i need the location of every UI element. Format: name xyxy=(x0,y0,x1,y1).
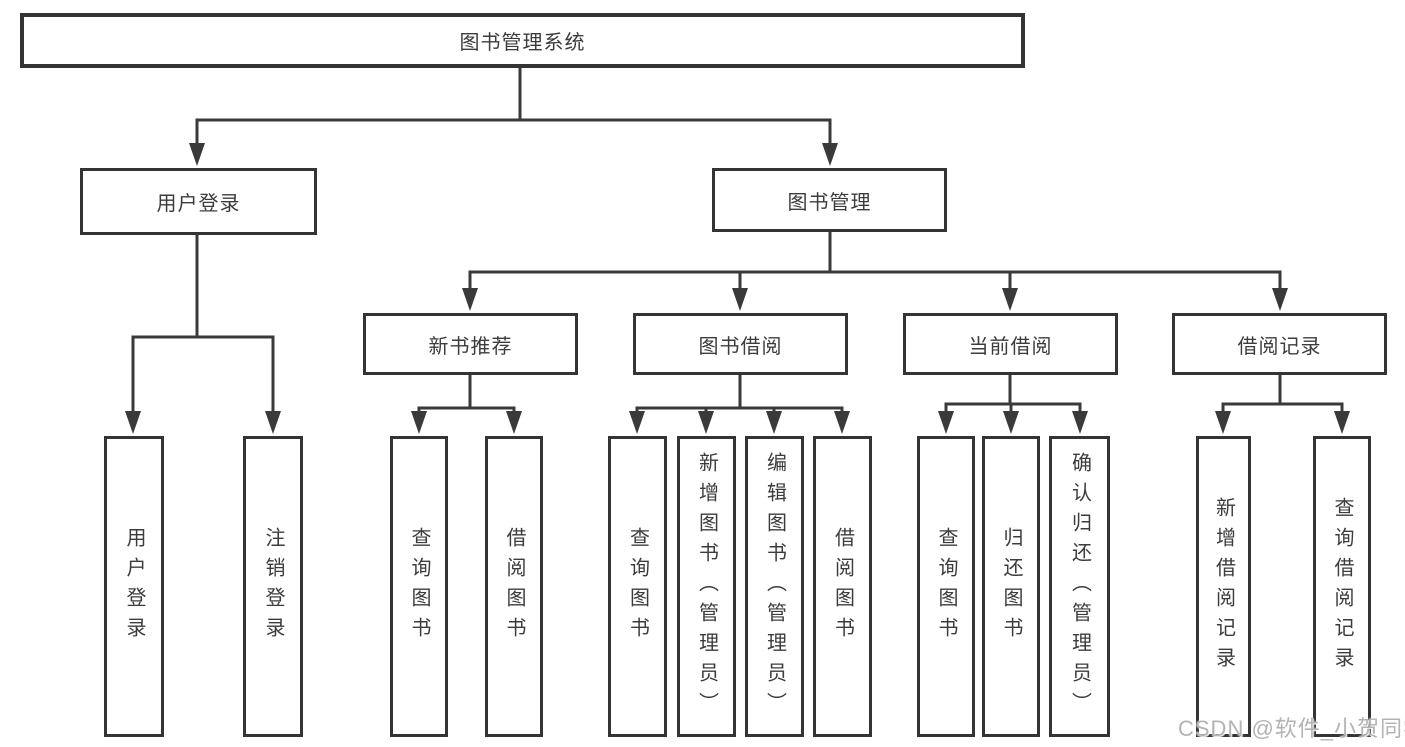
leaf-record-query: 查询借阅记录 xyxy=(1313,436,1371,737)
leaf-logout-label: 注销登录 xyxy=(262,526,284,647)
leaf-borrow-add-book-label: 新增图书（管理员） xyxy=(695,451,718,722)
leaf-current-return-book-label: 归还图书 xyxy=(1000,526,1022,647)
node-root-label: 图书管理系统 xyxy=(459,32,586,54)
leaf-record-add: 新增借阅记录 xyxy=(1196,436,1251,737)
node-user-login: 用户登录 xyxy=(80,168,317,235)
leaf-user-login: 用户登录 xyxy=(104,436,164,737)
node-new-book-recommend-label: 新书推荐 xyxy=(428,335,513,358)
leaf-new-book-query: 查询图书 xyxy=(390,436,448,737)
leaf-current-confirm-return: 确认归还（管理员） xyxy=(1049,436,1110,737)
leaf-borrow-edit-book-label: 编辑图书（管理员） xyxy=(763,451,786,722)
leaf-current-confirm-return-label: 确认归还（管理员） xyxy=(1068,451,1091,722)
node-book-borrow: 图书借阅 xyxy=(633,313,848,375)
leaf-record-add-label: 新增借阅记录 xyxy=(1212,496,1235,677)
node-book-borrow-label: 图书借阅 xyxy=(698,335,783,358)
node-user-login-label: 用户登录 xyxy=(156,193,241,215)
leaf-user-login-label: 用户登录 xyxy=(123,526,145,647)
leaf-current-query-book: 查询图书 xyxy=(917,436,975,737)
node-borrow-record: 借阅记录 xyxy=(1172,313,1387,375)
node-root: 图书管理系统 xyxy=(20,13,1025,68)
leaf-new-book-borrow: 借阅图书 xyxy=(485,436,543,737)
node-book-manage: 图书管理 xyxy=(712,168,947,232)
leaf-current-query-book-label: 查询图书 xyxy=(935,526,957,647)
node-current-borrow-label: 当前借阅 xyxy=(968,335,1053,358)
watermark: CSDN @软件_小贺同学 xyxy=(1178,716,1405,741)
node-current-borrow: 当前借阅 xyxy=(903,313,1118,375)
node-new-book-recommend: 新书推荐 xyxy=(363,313,578,375)
leaf-borrow-borrow-book-label: 借阅图书 xyxy=(831,526,854,647)
leaf-borrow-borrow-book: 借阅图书 xyxy=(813,436,872,737)
leaf-borrow-query-book-label: 查询图书 xyxy=(626,526,649,647)
leaf-current-return-book: 归还图书 xyxy=(982,436,1040,737)
leaf-borrow-edit-book: 编辑图书（管理员） xyxy=(745,436,804,737)
leaf-new-book-borrow-label: 借阅图书 xyxy=(503,526,525,647)
leaf-new-book-query-label: 查询图书 xyxy=(408,526,430,647)
node-book-manage-label: 图书管理 xyxy=(787,191,872,214)
leaf-borrow-add-book: 新增图书（管理员） xyxy=(677,436,736,737)
leaf-record-query-label: 查询借阅记录 xyxy=(1331,496,1353,677)
leaf-logout: 注销登录 xyxy=(243,436,303,737)
node-borrow-record-label: 借阅记录 xyxy=(1237,335,1322,358)
leaf-borrow-query-book: 查询图书 xyxy=(608,436,667,737)
